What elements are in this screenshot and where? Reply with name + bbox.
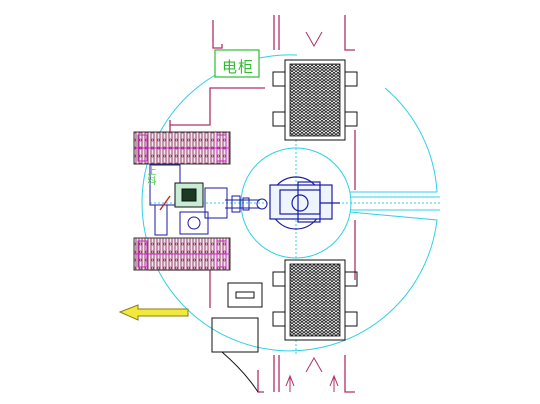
operator-platform bbox=[211, 317, 259, 393]
robot-base bbox=[269, 176, 340, 230]
electrical-cabinet bbox=[214, 49, 260, 78]
electrical-cabinet-label: 电柜 bbox=[222, 58, 255, 76]
parts-rack-bottom bbox=[272, 259, 358, 341]
operator-fixture bbox=[227, 282, 263, 308]
loading-station-label: 上料 bbox=[147, 167, 157, 187]
robot-arm-linkage bbox=[225, 195, 268, 213]
conveyor-upper bbox=[133, 131, 231, 165]
conveyor-lower bbox=[133, 237, 231, 271]
arrow-left-icon bbox=[118, 304, 189, 321]
door-swing-markers bbox=[285, 31, 339, 392]
loading-station bbox=[149, 164, 228, 236]
parts-rack-top bbox=[272, 59, 358, 141]
